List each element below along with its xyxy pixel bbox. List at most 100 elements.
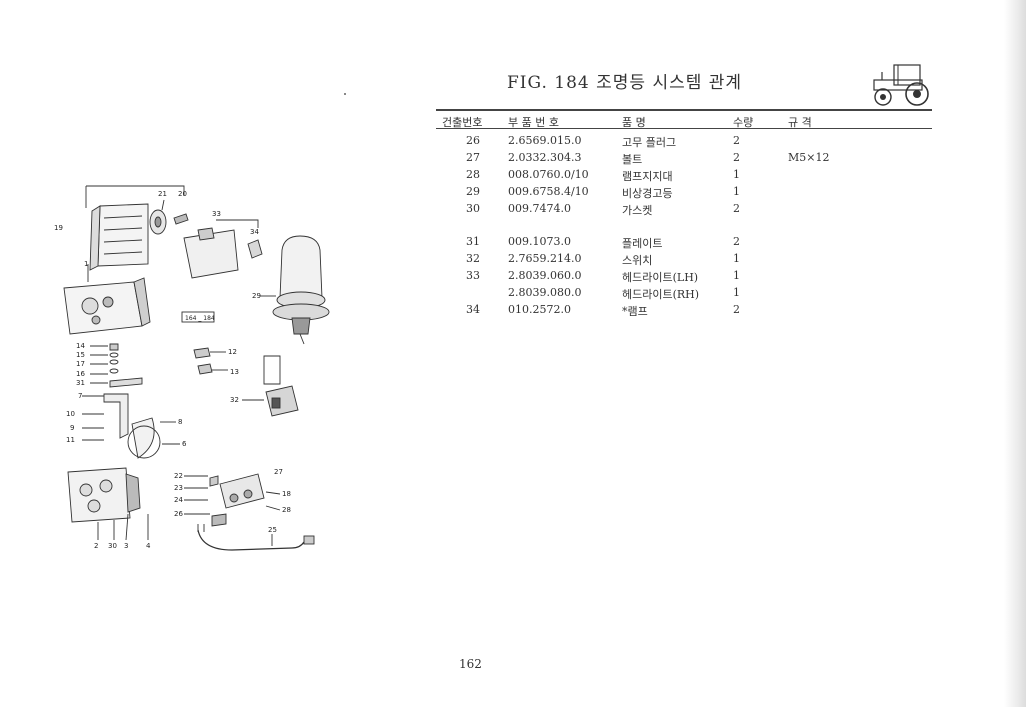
callout-label: 18: [282, 490, 291, 498]
callout-label: 6: [182, 440, 187, 448]
lamp-socket-drawing: [149, 209, 189, 235]
callout-label: 33: [212, 210, 221, 218]
callout-label: 17: [76, 360, 85, 368]
row-qty: 2: [733, 235, 740, 248]
callout-label: 30: [108, 542, 117, 550]
callout-label: 9: [70, 424, 74, 432]
callout-label: 21: [158, 190, 167, 198]
callout-label: 22: [174, 472, 183, 480]
table-row: 30 009.7474.0 가스켓 2: [436, 202, 932, 218]
row-part-name: *램프: [622, 305, 648, 318]
callout-label: 7: [78, 392, 82, 400]
table-row: 33 2.8039.060.0 헤드라이트(LH) 1: [436, 269, 932, 285]
row-qty: 1: [733, 252, 740, 265]
row-ref-no: 34: [466, 303, 480, 316]
row-ref-no: 28: [466, 168, 480, 181]
callout-label: 3: [124, 542, 128, 550]
switch-drawing: [263, 355, 299, 417]
row-ref-no: 26: [466, 134, 480, 147]
callout-label: 20: [178, 190, 187, 198]
row-spec: M5×12: [788, 151, 830, 164]
header-qty: 수량: [733, 116, 754, 129]
callout-label: 4: [146, 542, 151, 550]
callout-label: 14: [76, 342, 85, 350]
row-part-no: 2.6569.015.0: [508, 134, 582, 147]
exploded-parts-diagram: 21 20 19 33 34 1 29 164 _ 184 14 15 17 1…: [54, 185, 330, 551]
row-part-name: 고무 플러그: [622, 136, 677, 149]
row-qty: 1: [733, 185, 740, 198]
row-qty: 2: [733, 151, 740, 164]
row-part-no: 009.1073.0: [508, 235, 571, 248]
table-header-rule: [436, 128, 932, 129]
row-qty: 1: [733, 168, 740, 181]
row-part-no: 008.0760.0/10: [508, 168, 589, 181]
row-part-name: 헤드라이트(RH): [622, 288, 700, 301]
fastener-stack-drawing: [109, 343, 143, 388]
header-spec: 규 격: [788, 116, 812, 129]
header-part-name: 품 명: [622, 116, 646, 129]
wire-harness-drawing: [197, 524, 315, 551]
page-number: 162: [459, 657, 482, 671]
row-ref-no: 30: [466, 202, 480, 215]
callout-label: 27: [274, 468, 283, 476]
callout-label: 2: [94, 542, 98, 550]
page-edge-shadow: [1004, 0, 1026, 707]
callout-label: 1: [84, 260, 88, 268]
table-row: 31 009.1073.0 플레이트 2: [436, 235, 932, 251]
row-part-no: 2.7659.214.0: [508, 252, 582, 265]
tail-lamp-drawing: [67, 467, 141, 523]
row-part-name: 비상경고등: [622, 187, 673, 200]
callout-label: 23: [174, 484, 183, 492]
callout-label: 26: [174, 510, 183, 518]
row-part-no: 2.8039.060.0: [508, 269, 582, 282]
row-part-name: 가스켓: [622, 204, 653, 217]
row-part-name: 볼트: [622, 153, 643, 166]
callout-label: 34: [250, 228, 259, 236]
table-row: 27 2.0332.304.3 볼트 2 M5×12: [436, 151, 932, 167]
row-part-name: 헤드라이트(LH): [622, 271, 699, 284]
table-row: 34 010.2572.0 *램프 2: [436, 303, 932, 319]
mounting-bracket-drawing: [103, 393, 161, 459]
row-ref-no: 32: [466, 252, 480, 265]
callout-label: 25: [268, 526, 277, 534]
row-ref-no: 31: [466, 235, 480, 248]
callout-label: 29: [252, 292, 261, 300]
table-row: 29 009.6758.4/10 비상경고등 1: [436, 185, 932, 201]
row-qty: 2: [733, 303, 740, 316]
table-row: 2.8039.080.0 헤드라이트(RH) 1: [436, 286, 932, 302]
warning-beacon-drawing: [272, 235, 330, 345]
table-row: 26 2.6569.015.0 고무 플러그 2: [436, 134, 932, 150]
row-ref-no: 33: [466, 269, 480, 282]
callout-label: 24: [174, 496, 183, 504]
header-ref-no: 건출번호: [442, 116, 483, 129]
row-part-no: 009.7474.0: [508, 202, 571, 215]
callout-label: 31: [76, 379, 85, 387]
row-qty: 1: [733, 286, 740, 299]
row-part-no: 2.0332.304.3: [508, 151, 582, 164]
table-row: 28 008.0760.0/10 램프지지대 1: [436, 168, 932, 184]
row-part-no: 2.8039.080.0: [508, 286, 582, 299]
callout-label: 19: [54, 224, 63, 232]
side-lamp-drawing: [183, 227, 263, 279]
headlight-body-drawing: [63, 277, 151, 335]
ref-label: 164 _ 184: [185, 315, 215, 322]
table-top-rule: [436, 109, 932, 111]
row-ref-no: 29: [466, 185, 480, 198]
wire-connectors-drawing: [193, 347, 213, 375]
row-part-name: 스위치: [622, 254, 653, 267]
callout-label: 8: [178, 418, 182, 426]
headlight-lens-drawing: [89, 203, 149, 271]
callout-label: 28: [282, 506, 291, 514]
callout-label: 13: [230, 368, 239, 376]
callout-label: 15: [76, 351, 85, 359]
rear-lamp-assembly-drawing: [209, 473, 265, 527]
header-part-no: 부 품 번 호: [508, 116, 559, 129]
callout-label: 16: [76, 370, 85, 378]
row-ref-no: 27: [466, 151, 480, 164]
row-qty: 1: [733, 269, 740, 282]
tractor-icon: [873, 64, 929, 106]
callout-label: 11: [66, 436, 75, 444]
row-part-name: 플레이트: [622, 237, 663, 250]
row-qty: 2: [733, 134, 740, 147]
row-qty: 2: [733, 202, 740, 215]
